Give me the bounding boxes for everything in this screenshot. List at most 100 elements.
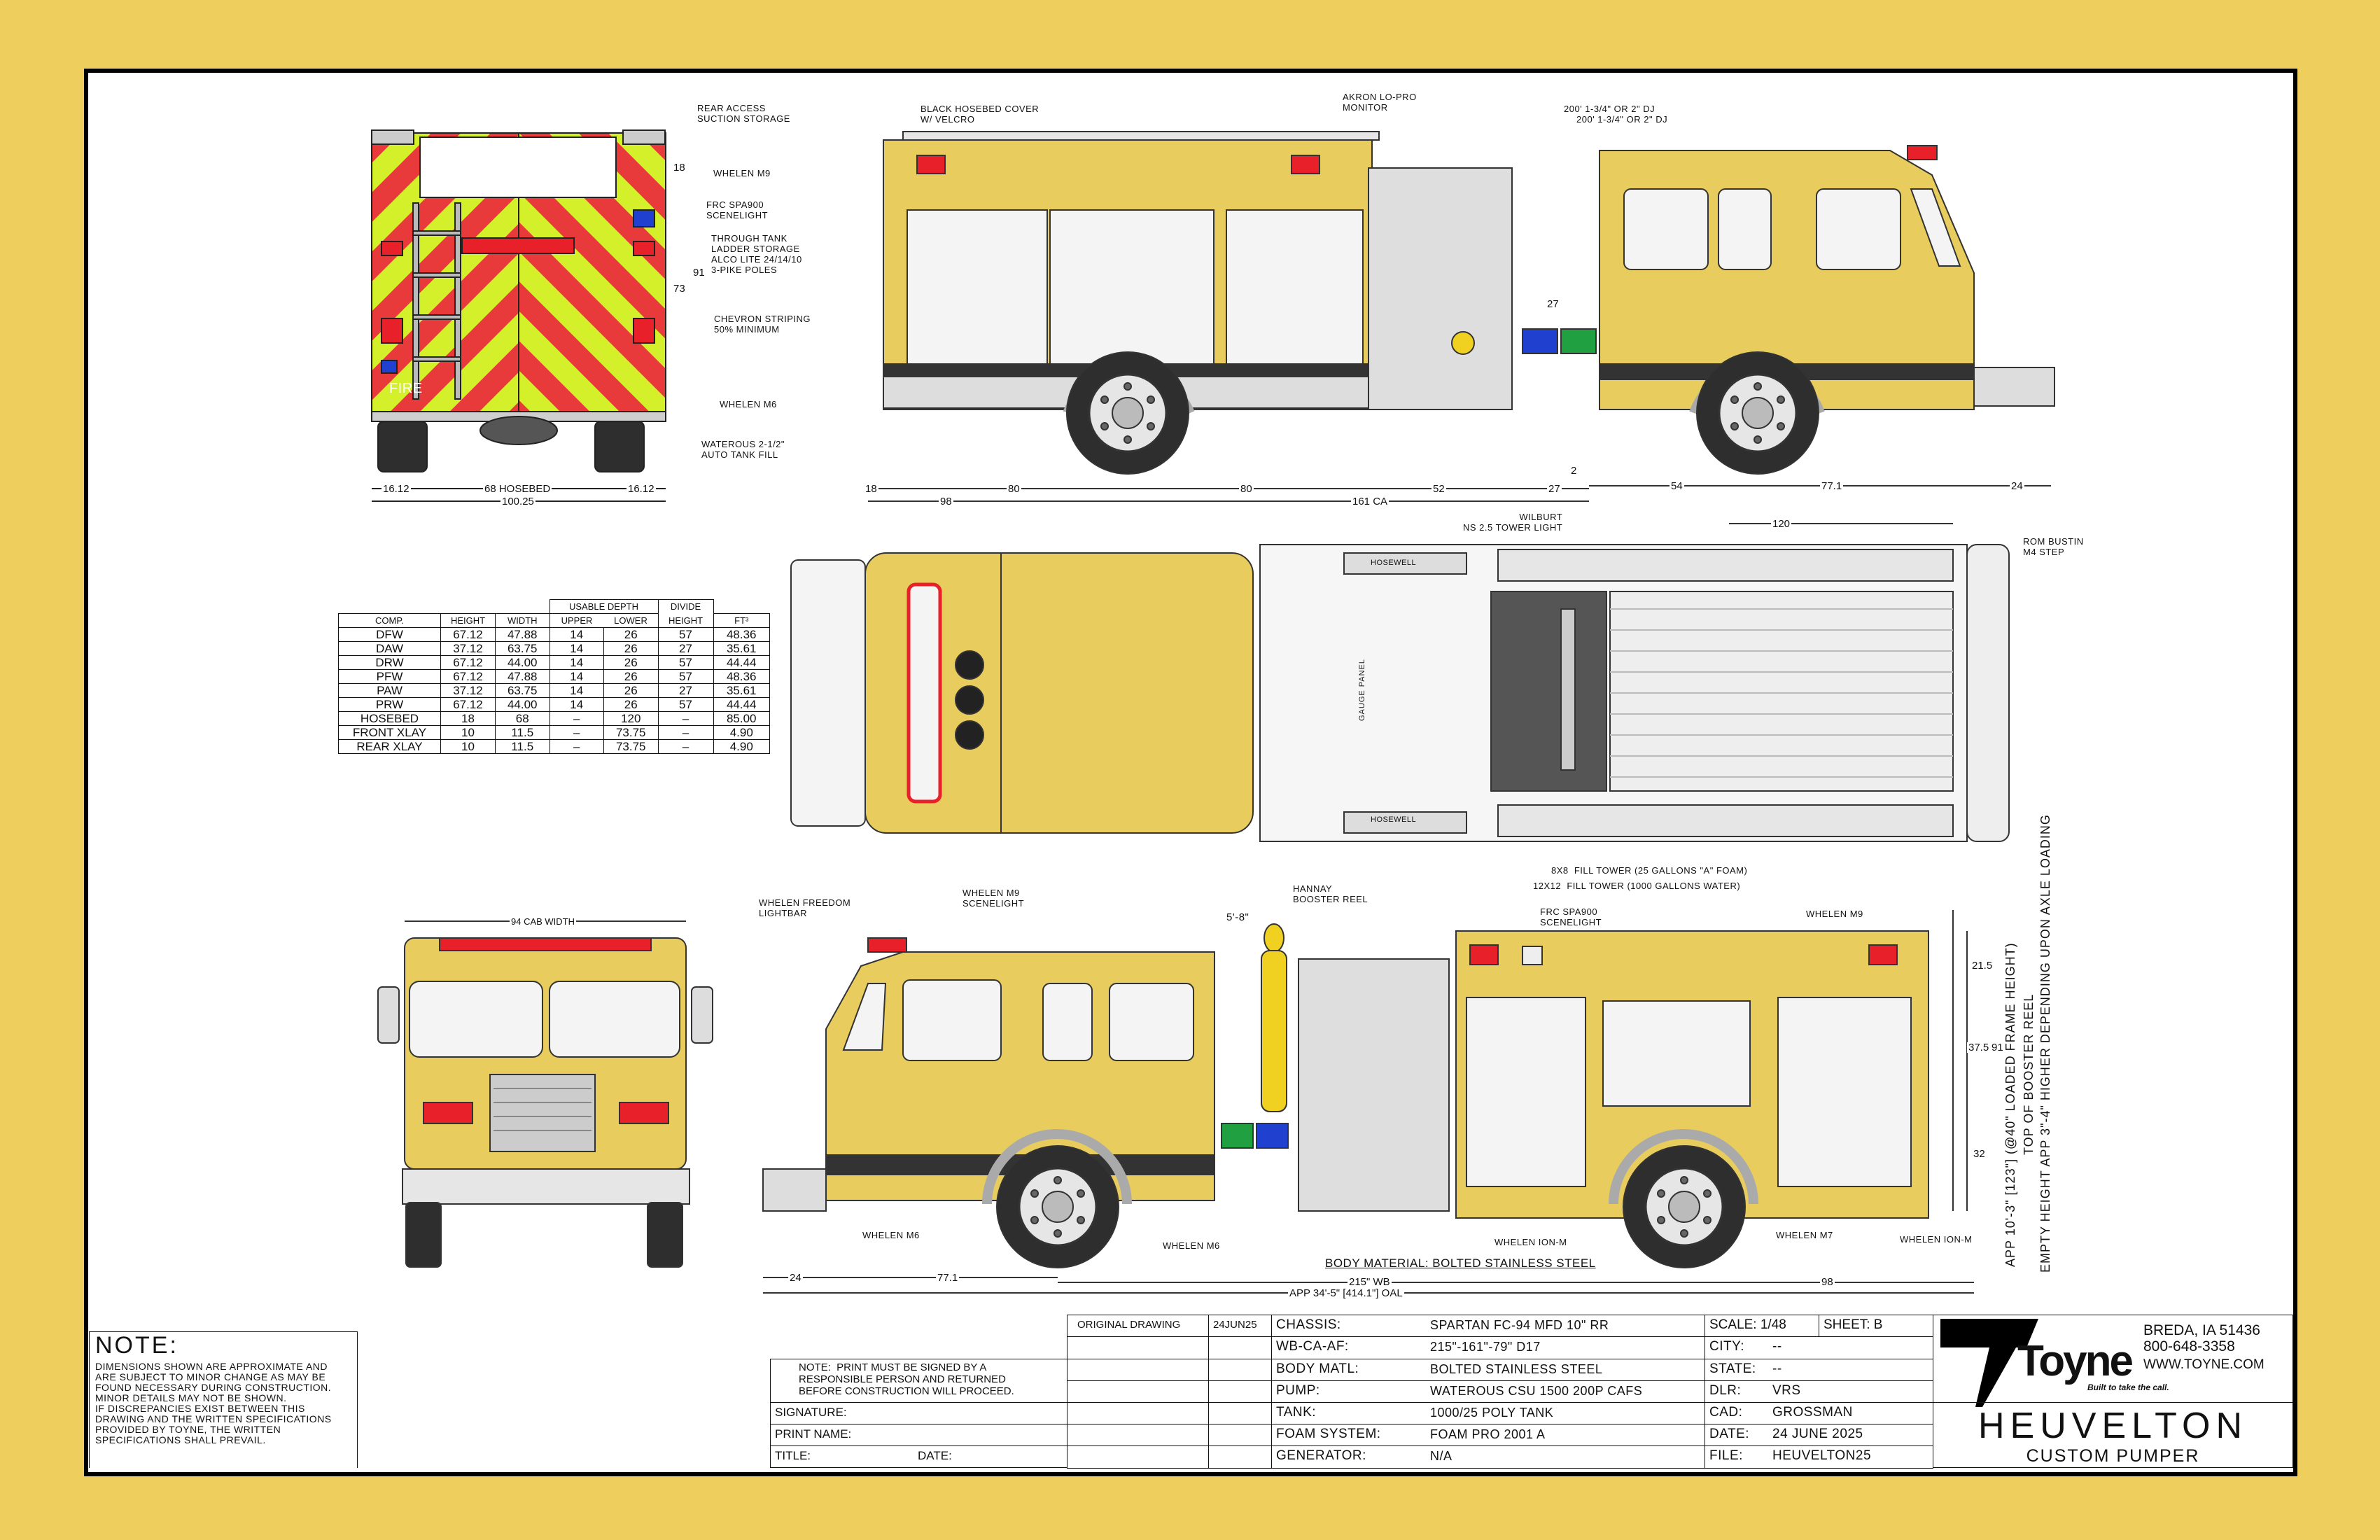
info-value: HEUVELTON25 — [1772, 1448, 1872, 1463]
callout-whelen-m9-scenelight: WHELEN M9 SCENELIGHT — [962, 888, 1025, 909]
table-cell: 67.12 — [440, 697, 496, 712]
dim-side-98: 98 — [939, 496, 953, 507]
table-cell: 63.75 — [495, 683, 550, 698]
spec-label: PUMP: — [1276, 1383, 1320, 1398]
toyne-logo: Toyne — [2017, 1337, 2134, 1385]
table-cell: 85.00 — [713, 711, 770, 726]
spec-label: FOAM SYSTEM: — [1276, 1427, 1381, 1441]
table-cell: – — [657, 739, 714, 754]
company-website[interactable]: WWW.TOYNE.COM — [2143, 1357, 2264, 1372]
revision-description — [1067, 1380, 1209, 1403]
rear-fire-lettering: FIRE — [389, 381, 423, 396]
table-cell: FRONT XLAY — [338, 725, 441, 740]
revision-description — [1067, 1359, 1209, 1381]
callout-crosslay-2: 200' 1-3/4" OR 2" DJ — [1576, 114, 1668, 125]
info-value: VRS — [1772, 1383, 1801, 1398]
revision-description: ORIGINAL DRAWING — [1067, 1315, 1209, 1337]
dim-side-77: 77.1 — [1820, 480, 1844, 492]
table-cell: 67.12 — [440, 655, 496, 670]
revision-date — [1208, 1380, 1272, 1403]
divide-header: DIVIDE — [657, 599, 714, 614]
spec-row: TANK:1000/25 POLY TANK — [1271, 1402, 1705, 1424]
note-line: MINOR DETAILS MAY NOT BE SHOWN. — [95, 1392, 287, 1404]
date-field-label: DATE: — [918, 1449, 952, 1462]
table-cell: 26 — [603, 655, 659, 670]
revision-date — [1208, 1446, 1272, 1469]
revision-description — [1067, 1402, 1209, 1424]
spec-value: 215"-161"-79" D17 — [1430, 1340, 1541, 1354]
table-cell: 37.12 — [440, 641, 496, 656]
hosewell-label-bottom: HOSEWELL — [1371, 816, 1417, 824]
project-name: HEUVELTON — [1977, 1406, 2248, 1446]
note-line: PROVIDED BY TOYNE, THE WRITTEN — [95, 1424, 281, 1435]
dim-side-54: 54 — [1670, 480, 1684, 492]
dim-side-18: 18 — [864, 483, 878, 495]
callout-wilburt-tower-light: WILBURT NS 2.5 TOWER LIGHT — [1463, 512, 1563, 533]
note-line: SPECIFICATIONS SHALL PREVAIL. — [95, 1434, 266, 1446]
signature-field[interactable]: SIGNATURE: — [770, 1402, 1068, 1424]
table-cell: 26 — [603, 641, 659, 656]
spec-label: CHASSIS: — [1276, 1317, 1341, 1332]
sheet-info-row: CAD:GROSSMAN — [1704, 1402, 1933, 1424]
table-cell: 48.36 — [713, 669, 770, 684]
spec-row: WB-CA-AF:215"-161"-79" D17 — [1271, 1336, 1705, 1359]
note-line: IF DISCREPANCIES EXIST BETWEEN THIS — [95, 1403, 305, 1414]
side-view-right — [868, 131, 2055, 502]
callout-whelen-ion-1: WHELEN ION-M — [1494, 1237, 1567, 1247]
table-cell: – — [657, 711, 714, 726]
project-type: CUSTOM PUMPER — [2026, 1446, 2200, 1466]
table-cell: 57 — [657, 669, 714, 684]
info-value: -- — [1772, 1362, 1782, 1376]
info-label: DATE: — [1709, 1427, 1750, 1441]
dim-side-80b: 80 — [1239, 483, 1254, 495]
table-cell: 4.90 — [713, 725, 770, 740]
note-title: NOTE: — [95, 1332, 178, 1359]
info-label: FILE: — [1709, 1448, 1743, 1463]
table-cell: 14 — [549, 655, 604, 670]
table-cell: 57 — [657, 627, 714, 642]
table-cell: 14 — [549, 697, 604, 712]
callout-hannay-reel: HANNAY BOOSTER REEL — [1293, 883, 1368, 904]
table-cell: – — [549, 711, 604, 726]
table-cell: 27 — [657, 641, 714, 656]
print-name-field[interactable]: PRINT NAME: — [770, 1424, 1068, 1446]
callout-hosebed-cover: BLACK HOSEBED COVER W/ VELCRO — [920, 104, 1040, 125]
table-cell: 44.44 — [713, 697, 770, 712]
height-note-empty: EMPTY HEIGHT APP 3"-4" HIGHER DEPENDING … — [2038, 814, 2052, 1273]
dim-rear-overhang: 98 — [1820, 1276, 1835, 1288]
table-cell: REAR XLAY — [338, 739, 441, 754]
info-value: GROSSMAN — [1772, 1405, 1853, 1420]
callout-whelen-ion-2: WHELEN ION-M — [1900, 1234, 1973, 1245]
compartment-table: USABLE DEPTH DIVIDE COMP. HEIGHT WIDTH U… — [338, 599, 770, 754]
table-cell: 67.12 — [440, 669, 496, 684]
callout-auto-tank-fill: WATEROUS 2-1/2" AUTO TANK FILL — [701, 439, 785, 460]
title-date-field[interactable]: TITLE: DATE: — [770, 1446, 1068, 1468]
figure-height: 5'-8" — [1226, 911, 1250, 923]
dim-rear-right: 16.12 — [626, 483, 656, 495]
callout-whelen-freedom: WHELEN FREEDOM LIGHTBAR — [759, 897, 851, 918]
table-cell: 57 — [657, 697, 714, 712]
table-cell: 11.5 — [495, 739, 550, 754]
table-cell: PRW — [338, 697, 441, 712]
dim-side-27-crosslay: 27 — [1546, 298, 1560, 310]
table-cell: 18 — [440, 711, 496, 726]
dim-front-axle: 77.1 — [936, 1272, 960, 1284]
table-cell: 68 — [495, 711, 550, 726]
table-cell: 4.90 — [713, 739, 770, 754]
revision-date — [1208, 1336, 1272, 1359]
spec-value: N/A — [1430, 1449, 1452, 1463]
revision-date — [1208, 1424, 1272, 1446]
spec-row: GENERATOR:N/A — [1271, 1446, 1705, 1469]
table-cell: 26 — [603, 683, 659, 698]
spec-value: SPARTAN FC-94 MFD 10" RR — [1430, 1318, 1609, 1332]
dim-height-91: 91 — [1990, 1042, 2005, 1054]
table-cell: 44.00 — [495, 697, 550, 712]
dim-height-21: 21.5 — [1970, 960, 1994, 972]
table-cell: – — [549, 739, 604, 754]
company-logo-block: Toyne Built to take the call. BREDA, IA … — [1933, 1315, 2293, 1403]
dim-top-120: 120 — [1771, 518, 1792, 530]
sheet-info-row: CITY:-- — [1704, 1336, 1933, 1359]
